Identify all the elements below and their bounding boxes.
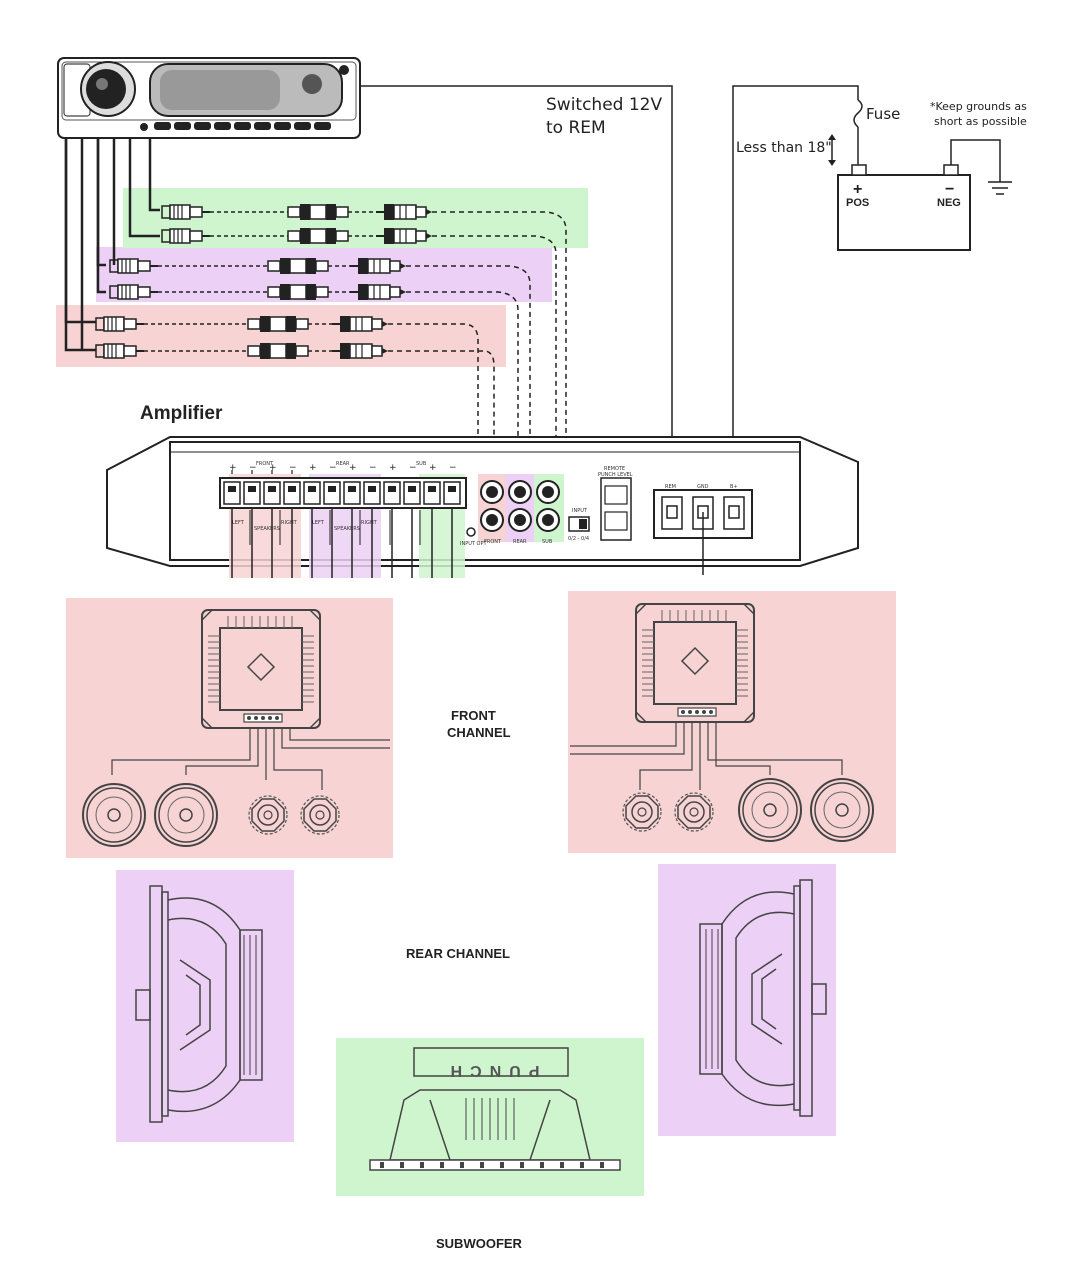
svg-text:+: +	[269, 463, 277, 473]
svg-text:−: −	[449, 463, 457, 473]
ground-note-line-2: short as possible	[934, 115, 1027, 128]
fuse-icon	[853, 99, 863, 128]
remote-port-label: REMOTE	[604, 466, 625, 472]
input-switch	[568, 516, 590, 532]
input-switch-opt: 0/2 - 0/4	[568, 536, 589, 542]
ground-icon	[988, 181, 1012, 195]
amp-polarity-marks: + − + − + − + − + − + −	[229, 463, 457, 473]
svg-text:GND: GND	[697, 484, 709, 490]
rear-left-region	[116, 870, 294, 1142]
rca-rear-row	[109, 257, 407, 301]
battery-neg-label: NEG	[937, 197, 961, 209]
subwoofer-label: SUBWOOFER	[436, 1236, 523, 1251]
power-terminal-block	[653, 489, 753, 575]
svg-text:+: +	[309, 463, 317, 473]
power-wire	[732, 85, 863, 492]
svg-text:SPEAKERS: SPEAKERS	[254, 526, 280, 532]
svg-text:−: −	[329, 463, 337, 473]
punch-level-label: PUNCH LEVEL	[598, 472, 633, 478]
speaker-output-wires	[231, 508, 453, 578]
svg-text:+: +	[229, 463, 237, 473]
head-unit-cables	[64, 138, 160, 352]
amp-rca-inputs	[466, 480, 560, 537]
less-than-18-label: Less than 18"	[736, 140, 832, 156]
rear-right-region	[658, 864, 836, 1136]
front-left-speaker-set	[82, 609, 390, 847]
rca-dashed-cables	[388, 211, 567, 470]
switched-12v-label: Switched 12V	[546, 95, 662, 115]
rca-sub-row	[161, 203, 433, 245]
svg-text:+: +	[349, 463, 357, 473]
amp-rca-labels: FRONT REAR SUB	[484, 539, 553, 545]
rear-channel-label: REAR CHANNEL	[406, 946, 510, 961]
head-unit	[57, 57, 361, 139]
rear-right-speaker	[699, 879, 827, 1117]
rem-wire	[360, 85, 673, 492]
svg-text:SUB: SUB	[542, 539, 553, 545]
svg-text:−: −	[369, 463, 377, 473]
speaker-terminal-block	[219, 470, 467, 545]
svg-text:B+: B+	[730, 484, 738, 490]
svg-text:+: +	[429, 463, 437, 473]
subwoofer-enclosure	[369, 1047, 621, 1171]
battery-minus-symbol: −	[945, 181, 954, 198]
front-channel-label-2: CHANNEL	[447, 725, 511, 740]
svg-text:LEFT: LEFT	[312, 520, 325, 526]
svg-text:REAR: REAR	[513, 539, 527, 545]
svg-text:+: +	[389, 463, 397, 473]
amplifier-title: Amplifier	[140, 403, 223, 424]
svg-text:REAR: REAR	[336, 461, 350, 467]
front-right-speaker-set	[570, 603, 874, 842]
battery-pos-label: POS	[846, 197, 869, 209]
svg-text:−: −	[249, 463, 257, 473]
svg-text:RIGHT: RIGHT	[281, 520, 298, 526]
svg-text:REM: REM	[665, 484, 676, 490]
battery-plus-symbol: +	[853, 181, 862, 198]
svg-text:SPEAKERS: SPEAKERS	[334, 526, 360, 532]
battery	[837, 139, 1012, 251]
rca-front-row	[95, 315, 389, 360]
svg-text:FRONT: FRONT	[256, 461, 274, 467]
svg-text:−: −	[289, 463, 297, 473]
front-channel-label-1: FRONT	[451, 708, 496, 723]
svg-text:SUB: SUB	[416, 461, 427, 467]
ground-note-line-1: *Keep grounds as	[930, 100, 1027, 113]
power-terminal-labels: REM GND B+	[665, 484, 738, 490]
svg-text:FRONT: FRONT	[484, 539, 502, 545]
rear-left-speaker	[135, 885, 263, 1123]
svg-text:−: −	[409, 463, 417, 473]
svg-text:INPUT OPT: INPUT OPT	[460, 541, 487, 547]
remote-port	[600, 477, 632, 541]
fuse-label: Fuse	[866, 105, 900, 123]
amp-terminal-text: FRONT REAR SUB LEFT RIGHT SPEAKERS LEFT …	[232, 461, 487, 547]
to-rem-label: to REM	[546, 118, 606, 138]
svg-text:RIGHT: RIGHT	[361, 520, 378, 526]
subwoofer-punch-logo: PUNCH	[443, 1062, 540, 1079]
input-switch-label: INPUT	[572, 508, 588, 514]
svg-text:LEFT: LEFT	[232, 520, 245, 526]
